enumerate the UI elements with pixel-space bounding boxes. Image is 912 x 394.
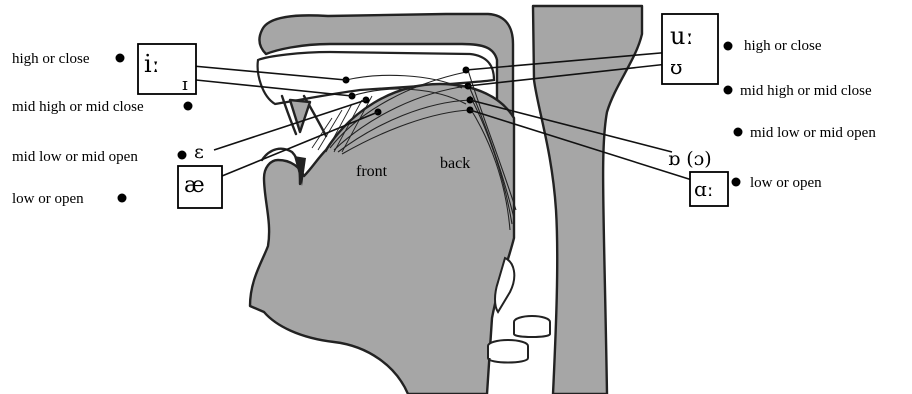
vowel-e: ɛ xyxy=(194,141,204,163)
tongue-back-label: back xyxy=(440,155,470,172)
vowel-u-long: uː xyxy=(670,22,694,50)
right-height-bullet-3 xyxy=(734,128,743,137)
tongue-front-label: front xyxy=(356,163,388,180)
right-height-bullet-1 xyxy=(724,42,733,51)
left-height-label-4: low or open xyxy=(12,191,84,207)
right-height-bullet-2 xyxy=(724,86,733,95)
right-height-label-1: high or close xyxy=(744,38,822,54)
vowel-o: ɒ (ɔ) xyxy=(668,148,712,170)
left-height-label-3: mid low or mid open xyxy=(12,149,138,165)
left-height-bullet-4 xyxy=(118,194,127,203)
tongue-and-jaw xyxy=(250,84,514,394)
larynx-ring-upper-body xyxy=(514,322,550,334)
left-height-bullet-3 xyxy=(178,151,187,160)
right-height-label-2: mid high or mid close xyxy=(740,83,872,99)
right-height-bullet-4 xyxy=(732,178,741,187)
left-height-label-2: mid high or mid close xyxy=(12,99,144,115)
vowel-i-short: ɪ xyxy=(182,74,188,95)
right-height-label-4: low or open xyxy=(750,175,822,191)
left-height-bullet-1 xyxy=(116,54,125,63)
left-height-label-1: high or close xyxy=(12,51,90,67)
vowel-ae: æ xyxy=(184,173,205,198)
larynx-ring-lower-body xyxy=(488,346,528,358)
right-height-label-3: mid low or mid open xyxy=(750,125,876,141)
vowel-i-long: iː xyxy=(144,50,160,78)
vowel-a-long: ɑː xyxy=(694,177,714,201)
vowel-u-short: ʊ xyxy=(670,55,682,79)
left-height-bullet-2 xyxy=(184,102,193,111)
